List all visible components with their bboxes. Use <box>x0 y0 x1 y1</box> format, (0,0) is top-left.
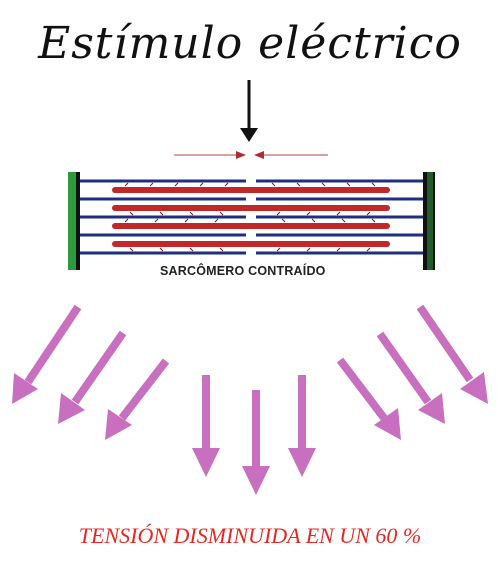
dispersion-arrow-icon <box>242 390 270 495</box>
myosin-filaments <box>112 187 390 247</box>
dispersion-arrow-icon <box>105 358 170 440</box>
z-disc-right <box>423 172 435 270</box>
dispersion-arrow-icon <box>416 304 488 404</box>
down-arrow-icon <box>240 80 258 142</box>
z-disc-left <box>68 172 80 270</box>
stimulus-title: Estímulo eléctrico <box>38 18 462 69</box>
dispersion-arrow-icon <box>376 331 445 424</box>
sarcomere-label: SARCÔMERO CONTRAÍDO <box>160 264 326 278</box>
tension-caption: TENSIÓN DISMINUIDA EN UN 60 % <box>78 523 422 548</box>
actin-filaments <box>80 179 423 255</box>
dispersion-arrow-icon <box>12 304 82 404</box>
inward-arrows-icon <box>174 151 328 159</box>
dispersion-arrow-icon <box>336 357 401 440</box>
dispersion-arrow-icon <box>288 375 316 477</box>
cross-bridges <box>124 182 376 252</box>
dispersion-arrow-icon <box>58 330 127 424</box>
dispersion-arrows <box>12 304 488 495</box>
dispersion-arrow-icon <box>192 375 220 477</box>
